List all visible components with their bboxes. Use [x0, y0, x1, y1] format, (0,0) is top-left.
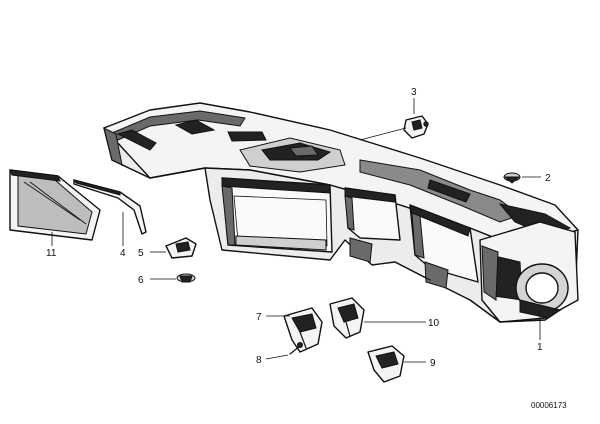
callout-10: 10 [428, 318, 440, 329]
callout-3: 3 [411, 87, 417, 98]
part-2-clip [503, 172, 521, 184]
dashboard-carrier [103, 102, 579, 323]
part-8-screw [289, 342, 303, 355]
part-10-bracket [329, 297, 365, 339]
callout-2: 2 [545, 173, 551, 184]
callout-11: 11 [46, 248, 57, 259]
part-6-nut [176, 273, 196, 283]
part-3-bracket [403, 115, 429, 139]
callout-6: 6 [138, 275, 144, 286]
part-4-trim-strip [72, 179, 147, 235]
part-9-bracket [367, 345, 405, 383]
part-11-side-cover [9, 169, 101, 241]
callout-8: 8 [256, 355, 262, 366]
callout-5: 5 [138, 248, 144, 259]
part-5-bracket [165, 237, 197, 259]
diagram-code: 00006173 [531, 401, 567, 410]
callout-1: 1 [537, 342, 543, 353]
callout-4: 4 [120, 248, 126, 259]
callout-9: 9 [430, 358, 436, 369]
part-7-bracket [283, 307, 323, 353]
callout-7: 7 [256, 312, 262, 323]
